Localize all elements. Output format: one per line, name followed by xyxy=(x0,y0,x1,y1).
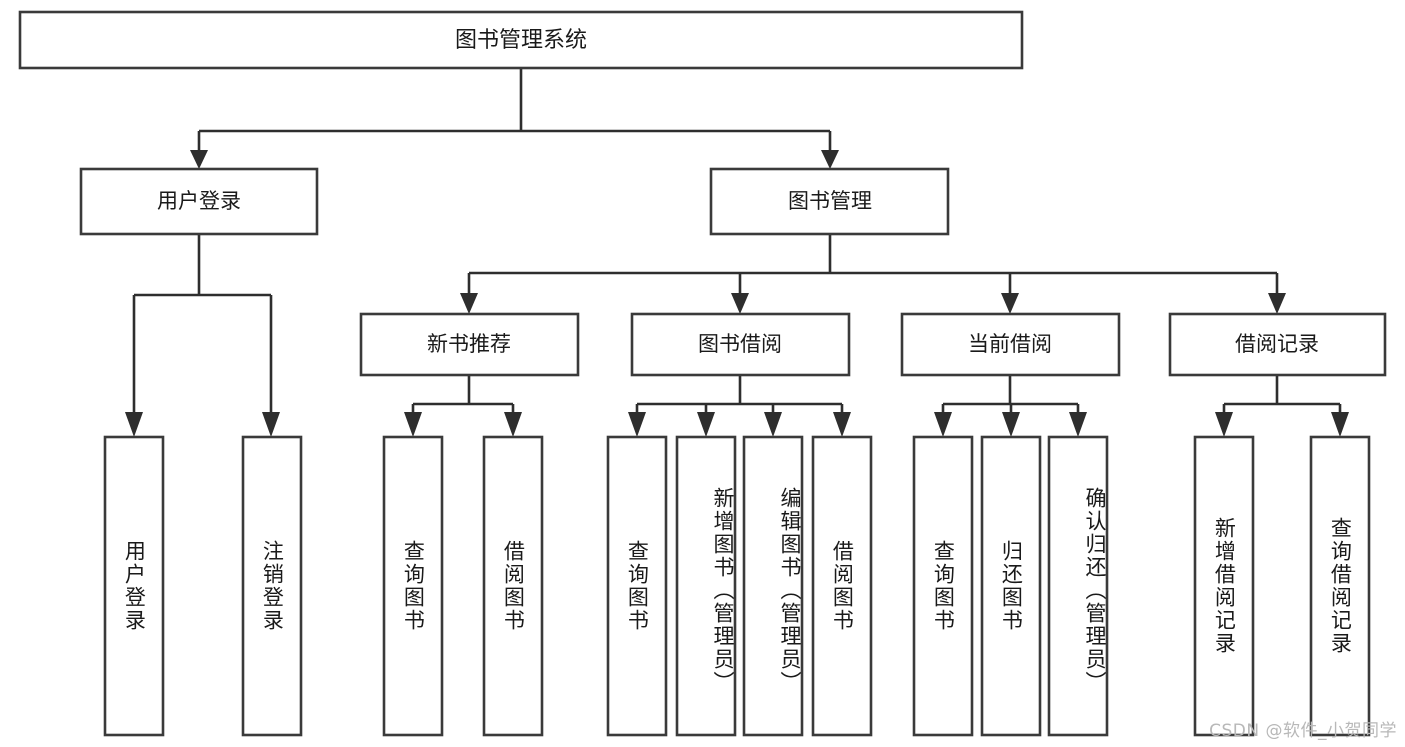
node-leaf-add-book-box[interactable] xyxy=(675,435,737,737)
arrow-to-leaf-add-book xyxy=(697,412,715,437)
node-book-borrow-box[interactable] xyxy=(630,312,851,377)
node-leaf-query-book-3-box[interactable] xyxy=(912,435,974,737)
node-leaf-edit-book-box[interactable] xyxy=(742,435,804,737)
arrow-to-leaf-logout-login xyxy=(262,412,280,437)
node-book-borrow[interactable]: 图书借阅 xyxy=(630,312,851,377)
connector-book-borrow-bus xyxy=(635,375,844,415)
arrow-to-new-book-recommend xyxy=(460,293,478,314)
arrow-to-leaf-query-book-2 xyxy=(628,412,646,437)
arrow-to-borrow-record xyxy=(1268,293,1286,314)
arrow-to-leaf-add-borrow-record xyxy=(1215,412,1233,437)
node-root-label: 图书管理系统 xyxy=(455,28,587,53)
connector-layer xyxy=(132,68,1342,415)
connector-book-management-bus xyxy=(467,234,1279,293)
node-leaf-borrow-book-2-box[interactable] xyxy=(811,435,873,737)
node-borrow-record-box[interactable] xyxy=(1168,312,1387,377)
connector-borrow-record-bus xyxy=(1222,375,1342,415)
node-leaf-user-login-box[interactable] xyxy=(103,435,165,737)
node-leaf-borrow-book-1-box[interactable] xyxy=(482,435,544,737)
arrow-to-book-management xyxy=(821,150,839,169)
arrowhead-layer xyxy=(125,150,1349,437)
node-leaf-query-book-1-box[interactable] xyxy=(382,435,444,737)
node-leaf-logout-login-box[interactable] xyxy=(241,435,303,737)
arrow-to-leaf-user-login xyxy=(125,412,143,437)
node-new-book-recommend-label: 新书推荐 xyxy=(427,332,511,356)
arrow-to-leaf-borrow-book-2 xyxy=(833,412,851,437)
node-leaf-add-borrow-record-box[interactable] xyxy=(1193,435,1255,737)
node-root[interactable]: 图书管理系统 xyxy=(18,10,1024,70)
connector-root-bus xyxy=(197,68,832,152)
arrow-to-leaf-borrow-book-1 xyxy=(504,412,522,437)
arrow-to-leaf-edit-book xyxy=(764,412,782,437)
connector-current-borrow-bus xyxy=(941,375,1080,415)
node-borrow-record-label: 借阅记录 xyxy=(1235,332,1319,356)
node-root-box[interactable] xyxy=(18,10,1024,70)
node-current-borrow-box[interactable] xyxy=(900,312,1121,377)
node-leaf-confirm-return-box[interactable] xyxy=(1047,435,1109,737)
node-book-borrow-label: 图书借阅 xyxy=(698,332,782,356)
arrow-to-current-borrow xyxy=(1001,293,1019,314)
connector-user-login-bus xyxy=(132,234,273,415)
connector-new-book-bus xyxy=(411,375,515,415)
arrow-to-book-borrow xyxy=(731,293,749,314)
node-book-management-box[interactable] xyxy=(709,167,950,236)
node-new-book-recommend[interactable]: 新书推荐 xyxy=(359,312,580,377)
node-current-borrow[interactable]: 当前借阅 xyxy=(900,312,1121,377)
csdn-watermark: CSDN @软件_小贺同学 xyxy=(1209,721,1397,741)
node-leaf-query-borrow-record-box[interactable] xyxy=(1309,435,1371,737)
arrow-to-leaf-query-book-3 xyxy=(934,412,952,437)
arrow-to-leaf-confirm-return xyxy=(1069,412,1087,437)
node-user-login-label: 用户登录 xyxy=(157,189,241,213)
node-new-book-recommend-box[interactable] xyxy=(359,312,580,377)
node-book-management[interactable]: 图书管理 xyxy=(709,167,950,236)
arrow-to-user-login xyxy=(190,150,208,169)
arrow-to-leaf-query-borrow-record xyxy=(1331,412,1349,437)
node-user-login-box[interactable] xyxy=(79,167,319,236)
node-leaf-query-book-2-box[interactable] xyxy=(606,435,668,737)
node-user-login[interactable]: 用户登录 xyxy=(79,167,319,236)
node-book-management-label: 图书管理 xyxy=(788,189,872,213)
node-leaf-return-book-box[interactable] xyxy=(980,435,1042,737)
arrow-to-leaf-return-book xyxy=(1002,412,1020,437)
arrow-to-leaf-query-book-1 xyxy=(404,412,422,437)
node-current-borrow-label: 当前借阅 xyxy=(968,332,1052,356)
node-borrow-record[interactable]: 借阅记录 xyxy=(1168,312,1387,377)
